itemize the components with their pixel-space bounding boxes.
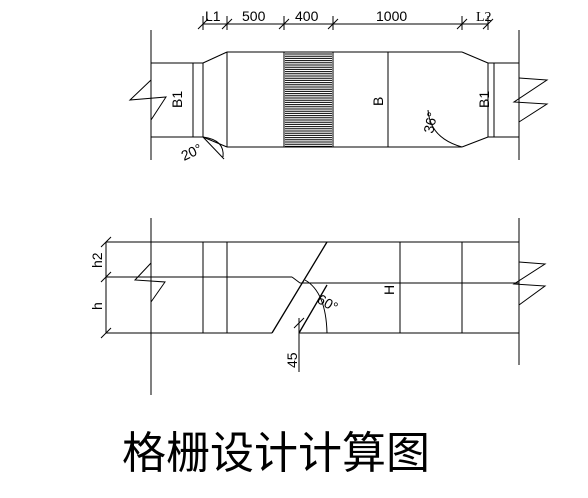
dim-l2: L2 — [476, 10, 492, 25]
expanding-transition — [202, 51, 228, 148]
channel-walls — [150, 30, 520, 160]
dim-b1-left: B1 — [169, 91, 185, 108]
angle-arc-60 — [304, 279, 328, 334]
top-dimension-line — [197, 16, 494, 30]
dim-500: 500 — [242, 8, 266, 24]
angle-arc-outlet — [427, 109, 463, 148]
dim-b1-right: B1 — [476, 91, 492, 108]
grille-bars — [283, 51, 334, 148]
plan-view: L1 500 400 1000 L2 — [128, 8, 549, 164]
dim-b1-right-line — [489, 62, 500, 138]
dim-h2: h2 — [89, 252, 105, 268]
dim-45: 45 — [284, 352, 300, 368]
angle-inlet-label: 20° — [179, 140, 205, 163]
angle-arc-inlet — [202, 136, 225, 160]
section-break-right — [512, 261, 547, 306]
dim-l1: L1 — [205, 8, 221, 24]
inlet-channel — [128, 62, 203, 138]
outlet-channel — [488, 62, 549, 138]
dim-H: H — [381, 285, 397, 295]
angle-outlet-label: 36° — [420, 111, 440, 135]
section-break-left — [133, 262, 166, 303]
inclined-grille — [271, 241, 400, 334]
dim-h-lines — [100, 236, 151, 339]
dim-400: 400 — [295, 8, 319, 24]
dim-b1-left-line — [188, 62, 199, 138]
dim-H-line — [395, 241, 406, 334]
section-profile — [151, 276, 519, 334]
dim-h: h — [89, 302, 105, 310]
dim-45-line — [293, 317, 305, 372]
drawing-caption: 格栅设计计算图 — [122, 428, 430, 479]
section-partitions — [202, 242, 463, 333]
section-view: H h2 h 60° 45 — [89, 218, 547, 395]
contracting-transition — [461, 51, 489, 148]
dim-b: B — [370, 97, 386, 106]
dim-1000: 1000 — [376, 8, 407, 24]
